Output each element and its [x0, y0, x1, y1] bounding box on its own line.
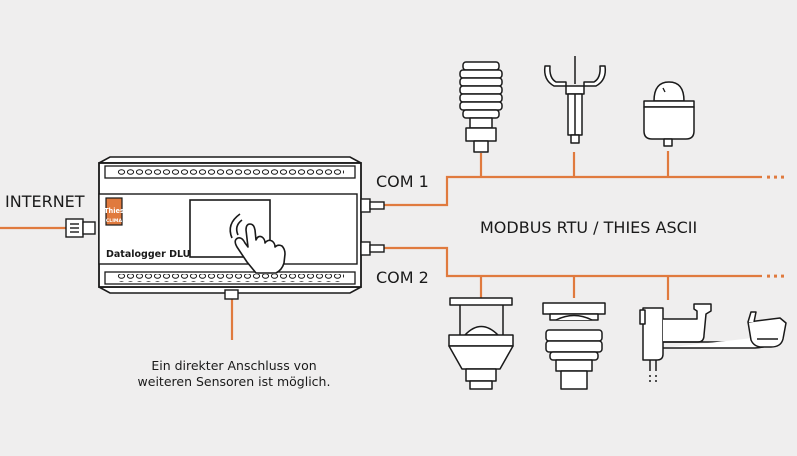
com1-bus-line — [384, 175, 762, 207]
com2-label: COM 2 — [376, 268, 429, 287]
bottom-port — [224, 289, 239, 300]
wiper-arm-sensor-icon — [663, 311, 787, 349]
bus-continuation-dots — [767, 175, 784, 278]
datalogger-dlu: Thies CLIMA Datalogger DLU — [98, 156, 385, 300]
pyranometer-arm-icon — [639, 303, 712, 382]
brand-line-2: CLIMA — [106, 218, 123, 224]
com1-plug — [369, 201, 385, 210]
terminal-strip-bottom — [116, 274, 344, 282]
note-line-1: Ein direkter Anschluss von — [151, 358, 316, 373]
protocol-label: MODBUS RTU / THIES ASCII — [480, 218, 697, 237]
internet-label: INTERNET — [5, 192, 85, 211]
ultrasonic-sensor-icon — [448, 297, 514, 390]
com2-port — [360, 241, 371, 256]
com2-bus-line — [384, 246, 762, 278]
radiation-shield-sensor-icon — [459, 61, 503, 153]
wind-anemometer-icon — [543, 56, 607, 144]
com2-plug — [369, 244, 385, 253]
logger-name-label: Datalogger DLU — [106, 249, 190, 260]
com1-port — [360, 198, 371, 213]
rj45-plug-icon — [65, 218, 96, 238]
precipitation-sensor-icon — [542, 302, 606, 390]
terminal-strip-top — [116, 168, 344, 176]
com1-label: COM 1 — [376, 172, 429, 191]
connection-lines — [0, 151, 762, 340]
thies-logo — [105, 197, 123, 226]
brand-line-1: Thies — [104, 207, 124, 215]
hand-pointer-icon — [229, 213, 286, 274]
note-line-2: weiteren Sensoren ist möglich. — [138, 374, 331, 389]
dome-sensor-icon — [643, 81, 695, 147]
